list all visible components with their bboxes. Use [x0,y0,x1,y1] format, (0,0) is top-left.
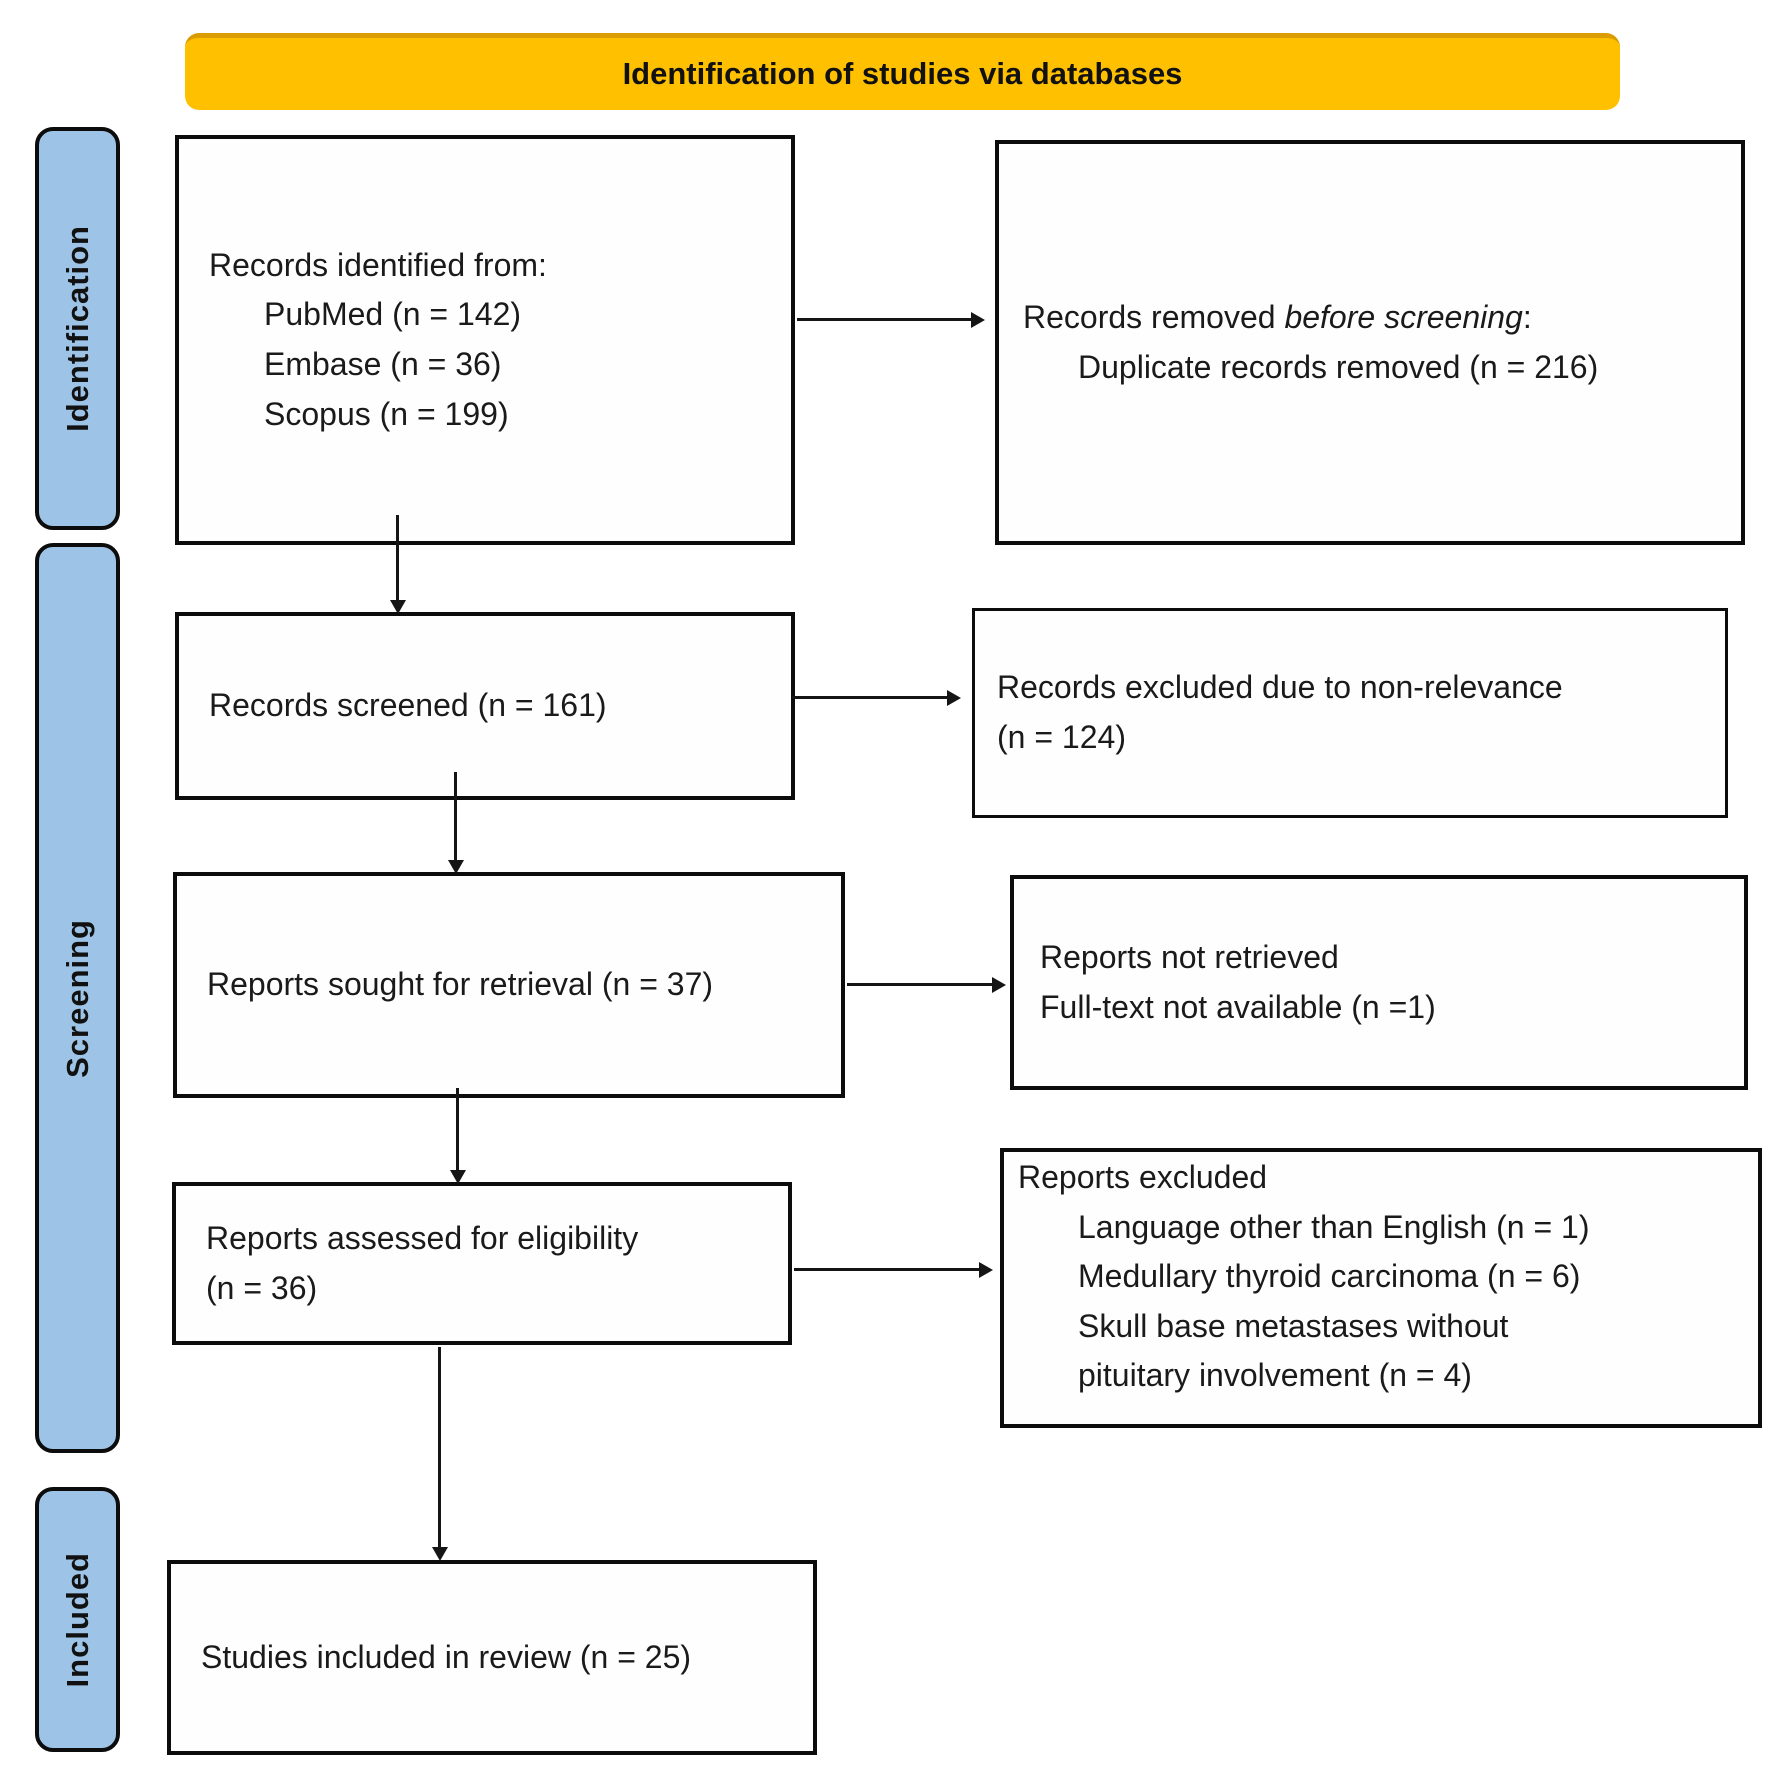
stage-label-screening: Screening [35,543,120,1453]
box-records-removed: Records removed before screening: Duplic… [995,140,1745,545]
box-reports-excluded: Reports excluded Language other than Eng… [1000,1148,1762,1428]
reports-excluded-item-medullary: Medullary thyroid carcinoma (n = 6) [1078,1258,1581,1295]
stage-label-screening-text: Screening [59,918,95,1078]
records-identified-item-scopus: Scopus (n = 199) [264,395,509,432]
records-excluded-line2: (n = 124) [997,719,1126,755]
arrow-assessed-to-included [438,1347,441,1547]
diagram-title: Identification of studies via databases [622,56,1183,91]
box-records-excluded: Records excluded due to non-relevance (n… [972,608,1728,818]
reports-not-retrieved-line2: Full-text not available (n =1) [1040,988,1436,1025]
diagram-title-banner: Identification of studies via databases [185,33,1620,110]
records-removed-suffix: : [1522,298,1532,335]
records-removed-item-duplicates: Duplicate records removed (n = 216) [1078,348,1599,385]
arrow-sought-to-notretrieved [847,983,992,986]
arrow-identified-to-screened [396,515,399,600]
reports-not-retrieved-line1: Reports not retrieved [1040,938,1339,975]
stage-label-included: Included [35,1487,120,1752]
reports-excluded-title: Reports excluded [1018,1159,1268,1195]
reports-sought-text: Reports sought for retrieval (n = 37) [207,966,714,1003]
box-studies-included: Studies included in review (n = 25) [167,1560,817,1755]
arrow-assessed-to-excluded [794,1268,979,1271]
box-records-identified: Records identified from: PubMed (n = 142… [175,135,795,545]
records-excluded-line1: Records excluded due to non-relevance [997,669,1563,706]
stage-label-included-text: Included [59,1551,95,1688]
box-reports-sought: Reports sought for retrieval (n = 37) [173,872,845,1098]
records-removed-heading: Records removed before screening: [1023,293,1721,343]
records-identified-item-pubmed: PubMed (n = 142) [264,296,522,333]
reports-assessed-line2: (n = 36) [206,1269,318,1306]
records-identified-item-embase: Embase (n = 36) [264,346,502,382]
arrow-sought-to-assessed [456,1088,459,1170]
records-screened-text: Records screened (n = 161) [209,687,607,724]
records-removed-prefix: Records removed [1023,298,1285,335]
reports-assessed-line1: Reports assessed for eligibility [206,1219,639,1256]
arrow-identified-to-removed [797,318,971,321]
records-identified-intro: Records identified from: [209,246,547,283]
records-removed-italic: before screening [1284,298,1523,335]
box-records-screened: Records screened (n = 161) [175,612,795,800]
box-reports-not-retrieved: Reports not retrieved Full-text not avai… [1010,875,1748,1090]
stage-label-identification: Identification [35,127,120,530]
arrow-screened-to-excluded [792,696,947,699]
stage-label-identification-text: Identification [59,225,95,432]
reports-excluded-item-language: Language other than English (n = 1) [1078,1208,1590,1245]
reports-excluded-item-skullbase: Skull base metastases without pituitary … [1078,1307,1509,1394]
studies-included-text: Studies included in review (n = 25) [201,1638,692,1675]
arrow-screened-to-sought [454,772,457,860]
box-reports-assessed: Reports assessed for eligibility (n = 36… [172,1182,792,1345]
